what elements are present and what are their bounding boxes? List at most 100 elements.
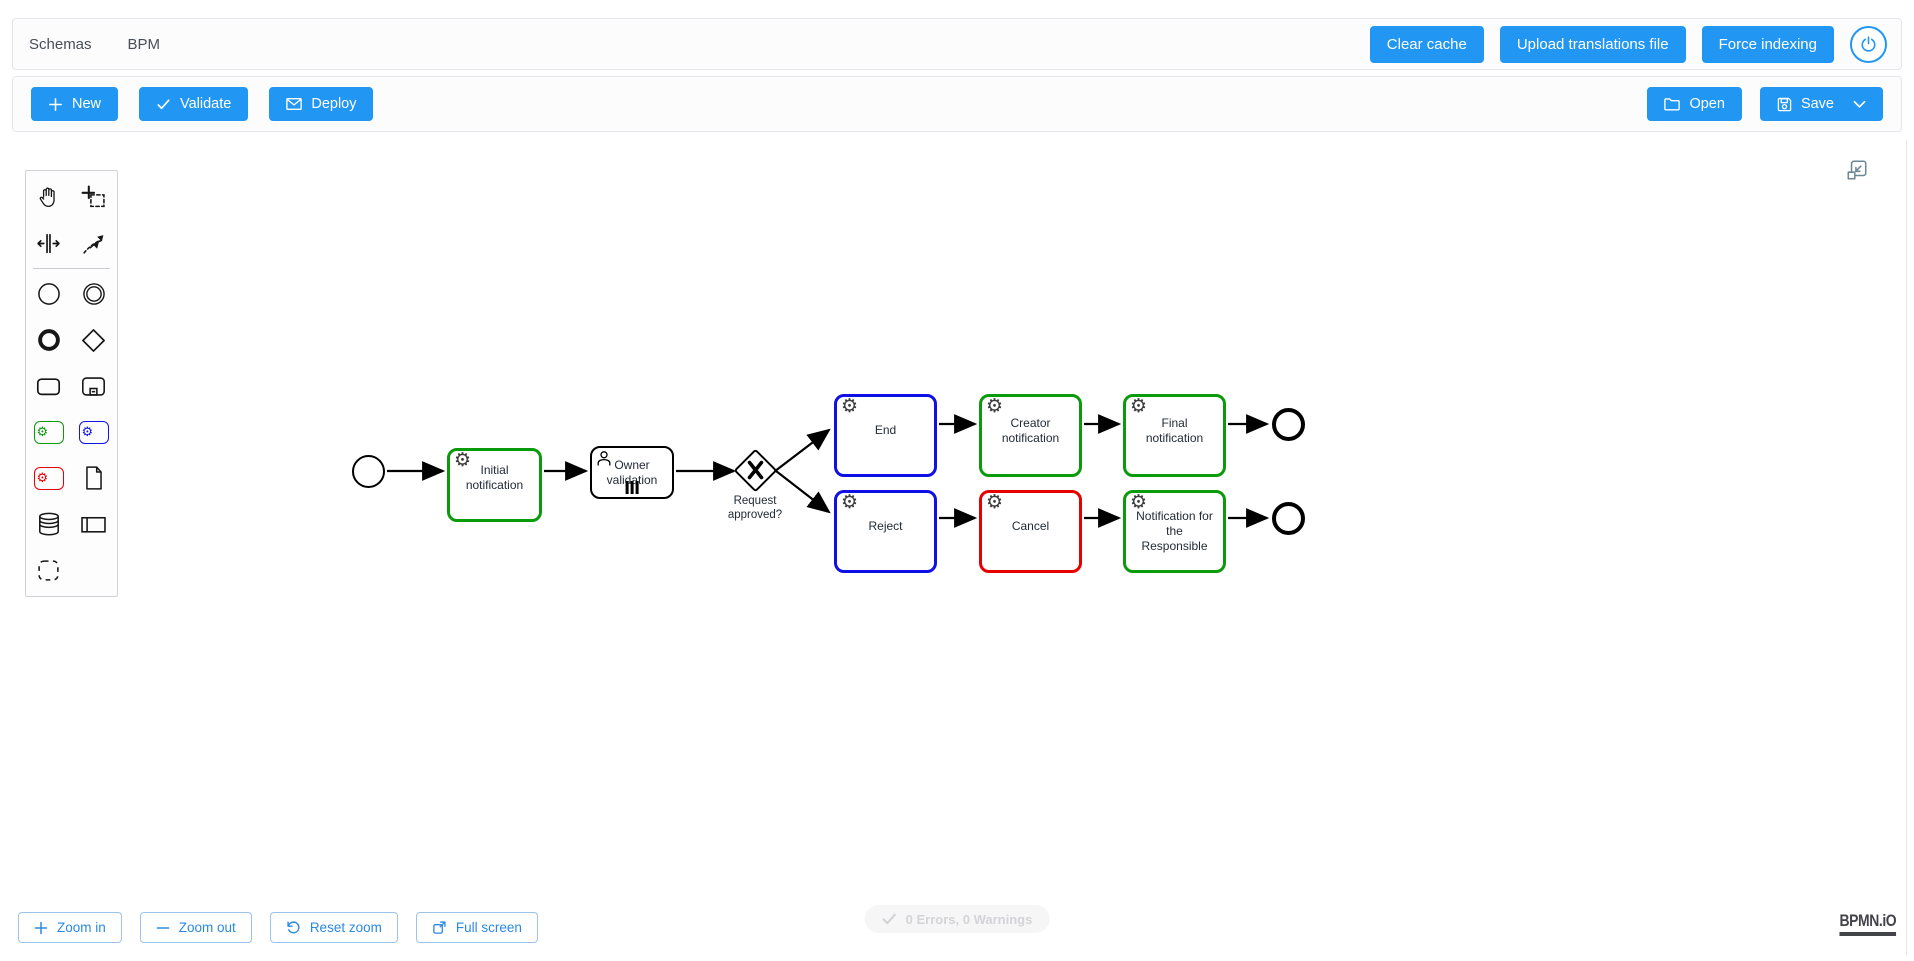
- task-label: Notification for the Responsible: [1136, 509, 1213, 553]
- subprocess-icon: [82, 376, 105, 396]
- gear-icon: [454, 451, 471, 470]
- minus-icon: [156, 926, 170, 929]
- global-connect-tool-icon: [83, 234, 104, 254]
- editor-toolbar: New Validate Deploy Open: [12, 76, 1902, 132]
- rotate-ccw-icon: [287, 921, 300, 934]
- tab-bpm[interactable]: BPM: [127, 35, 161, 53]
- create-data-store[interactable]: [26, 501, 71, 547]
- participant-icon: [81, 516, 106, 533]
- force-indexing-label: Force indexing: [1718, 35, 1817, 53]
- bpmn-palette: [25, 170, 118, 597]
- task-label: Cancel: [1011, 519, 1050, 533]
- task-owner-validation[interactable]: Owner validation: [590, 446, 674, 499]
- deploy-button[interactable]: Deploy: [269, 87, 374, 121]
- create-data-object[interactable]: [71, 455, 116, 501]
- upload-translations-label: Upload translations file: [1516, 35, 1669, 53]
- gear-icon: [1130, 397, 1147, 416]
- space-tool-icon: [37, 233, 60, 253]
- create-task[interactable]: [26, 363, 71, 409]
- end-event-top[interactable]: [1272, 408, 1305, 441]
- task-creator-notification[interactable]: Creator notification: [979, 394, 1082, 477]
- task-label: End: [874, 423, 897, 437]
- gear-icon: [986, 493, 1003, 512]
- validate-button[interactable]: Validate: [139, 87, 249, 121]
- gear-icon: [1130, 493, 1147, 512]
- create-gateway[interactable]: [71, 317, 116, 363]
- start-event[interactable]: [352, 455, 385, 488]
- plus-icon: [34, 921, 48, 934]
- zoom-in-label: Zoom in: [57, 920, 106, 935]
- task-initial-notification[interactable]: Initial notification: [447, 448, 542, 522]
- create-group[interactable]: [26, 547, 71, 593]
- fit-viewport-button[interactable]: [1845, 158, 1871, 184]
- hand-tool[interactable]: [26, 174, 71, 220]
- upload-translations-button[interactable]: Upload translations file: [1499, 25, 1686, 63]
- task-final-notification[interactable]: Final notification: [1123, 394, 1226, 477]
- service-task-red-icon: [33, 466, 64, 490]
- palette-separator: [33, 268, 110, 269]
- tab-schemas[interactable]: Schemas: [29, 35, 92, 53]
- create-start-event[interactable]: [26, 271, 71, 317]
- check-icon: [882, 913, 896, 925]
- task-label: Initial notification: [465, 463, 524, 492]
- task-responsible-notification[interactable]: Notification for the Responsible: [1123, 490, 1226, 573]
- bpmn-io-logo-text: BPMN.iO: [1839, 911, 1896, 936]
- create-end-event[interactable]: [26, 317, 71, 363]
- task-cancel[interactable]: Cancel: [979, 490, 1082, 573]
- reset-zoom-button[interactable]: Reset zoom: [269, 912, 398, 943]
- fullscreen-icon: [433, 921, 446, 934]
- task-label: Reject: [868, 519, 903, 533]
- intermediate-event-icon: [82, 283, 105, 305]
- create-service-task-green[interactable]: [26, 409, 71, 455]
- check-icon: [157, 98, 170, 109]
- full-screen-button[interactable]: Full screen: [415, 912, 538, 943]
- create-intermediate-event[interactable]: [71, 271, 116, 317]
- lasso-tool[interactable]: [71, 174, 116, 220]
- create-subprocess[interactable]: [71, 363, 116, 409]
- task-end[interactable]: End: [834, 394, 937, 477]
- new-button[interactable]: New: [31, 87, 119, 121]
- bpmn-io-logo[interactable]: BPMN.iO: [1827, 911, 1896, 936]
- open-button[interactable]: Open: [1647, 87, 1742, 121]
- save-icon: [1777, 97, 1792, 111]
- lint-status-badge[interactable]: 0 Errors, 0 Warnings: [864, 905, 1050, 933]
- gateway-x-icon: [747, 460, 764, 480]
- zoom-out-label: Zoom out: [178, 920, 236, 935]
- zoom-in-button[interactable]: Zoom in: [18, 912, 122, 943]
- power-icon: [1861, 35, 1876, 52]
- global-connect-tool[interactable]: [71, 220, 116, 266]
- save-label: Save: [1800, 96, 1834, 112]
- user-icon: [597, 451, 611, 466]
- zoom-controls: Zoom in Zoom out Reset zoom Full screen: [18, 912, 538, 943]
- chevron-down-icon: [1853, 100, 1866, 108]
- open-label: Open: [1689, 96, 1725, 112]
- top-header-bar: Schemas BPM Clear cache Upload translati…: [12, 18, 1902, 70]
- create-service-task-red[interactable]: [26, 455, 71, 501]
- end-event-bottom[interactable]: [1272, 502, 1305, 535]
- task-icon: [36, 377, 61, 395]
- fit-viewport-icon: [1847, 160, 1867, 180]
- task-label: Creator notification: [1001, 415, 1060, 445]
- logout-power-button[interactable]: [1850, 25, 1887, 63]
- zoom-out-button[interactable]: Zoom out: [139, 912, 252, 943]
- space-tool[interactable]: [26, 220, 71, 266]
- task-label: Owner validation: [606, 457, 658, 487]
- create-participant[interactable]: [71, 501, 116, 547]
- lasso-tool-icon: [81, 185, 105, 207]
- task-reject[interactable]: Reject: [834, 490, 937, 573]
- start-event-icon: [37, 283, 60, 305]
- reset-zoom-label: Reset zoom: [309, 920, 382, 935]
- service-task-green-icon: [33, 420, 64, 444]
- new-label: New: [72, 96, 102, 112]
- validate-label: Validate: [180, 96, 232, 112]
- end-event-icon: [37, 329, 60, 351]
- force-indexing-button[interactable]: Force indexing: [1701, 25, 1834, 63]
- header-actions: Clear cache Upload translations file For…: [1369, 25, 1887, 63]
- lint-status-label: 0 Errors, 0 Warnings: [905, 911, 1033, 927]
- clear-cache-button[interactable]: Clear cache: [1369, 25, 1484, 63]
- plus-icon: [49, 97, 62, 111]
- create-service-task-blue[interactable]: [71, 409, 116, 455]
- save-button[interactable]: Save: [1759, 87, 1883, 121]
